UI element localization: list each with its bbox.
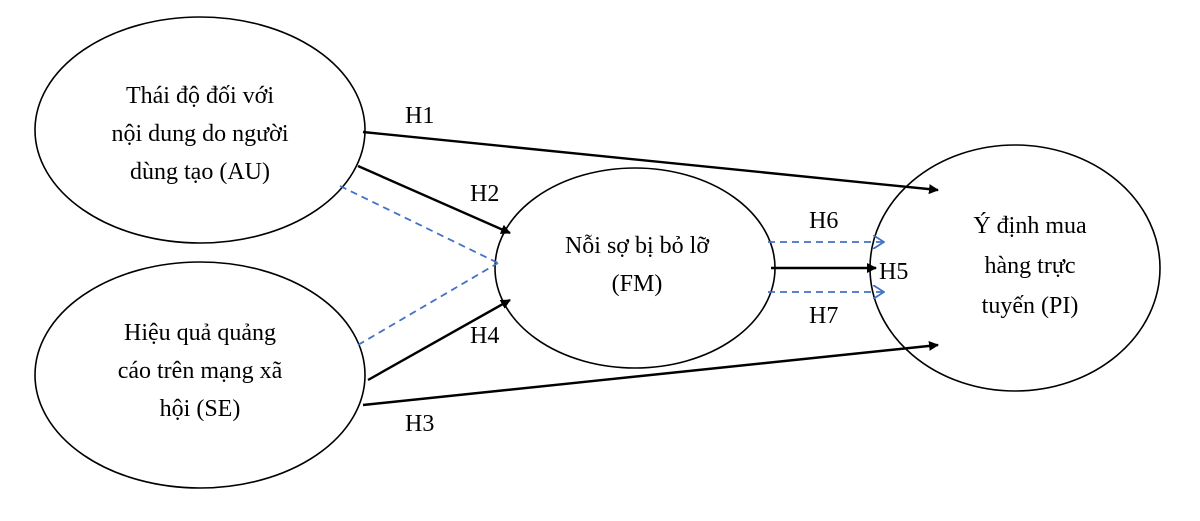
hypothesis-label-h5: H5	[879, 259, 908, 285]
arrow-h3	[362, 340, 939, 407]
node-pi-label-line-1: Ý định mua	[973, 213, 1087, 239]
arrow-h2	[357, 164, 511, 235]
node-se	[34, 261, 366, 489]
node-se-label-line-1: Hiệu quả quảng	[124, 320, 276, 346]
node-fm	[494, 167, 776, 369]
node-pi-label-line-3: tuyến (PI)	[982, 293, 1079, 319]
node-fm-label-line-1: Nỗi sợ bị bỏ lỡ	[565, 233, 709, 259]
dashed-au-to-fm	[339, 185, 499, 264]
node-au-label-line-2: nội dung do người	[111, 121, 288, 147]
node-fm-label-line-2: (FM)	[612, 271, 663, 297]
hypothesis-label-h3: H3	[405, 411, 434, 437]
hypothesis-label-h2: H2	[470, 181, 499, 207]
hypothesis-label-h4: H4	[470, 323, 499, 349]
node-au-label-line-3: dùng tạo (AU)	[130, 159, 270, 185]
node-au	[34, 16, 366, 244]
node-se-label-line-3: hội (SE)	[160, 396, 241, 422]
node-se-label-line-2: cáo trên mạng xã	[118, 358, 283, 384]
hypothesis-label-h1: H1	[405, 103, 434, 129]
hypothesis-label-h7: H7	[809, 303, 838, 329]
arrow-h1	[362, 130, 939, 195]
arrow-h4	[367, 298, 511, 382]
hypothesis-label-h6: H6	[809, 208, 838, 234]
node-pi-label-line-2: hàng trực	[985, 253, 1076, 279]
dashed-se-to-fm	[357, 262, 499, 346]
node-au-label-line-1: Thái độ đối với	[126, 83, 274, 109]
